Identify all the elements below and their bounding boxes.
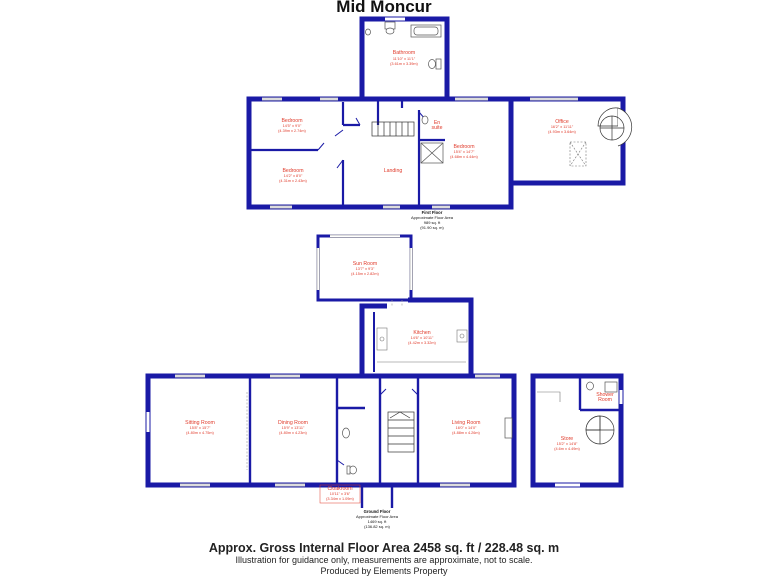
sunroom-dim-imperial: 13'7" x 9'3" [356, 267, 375, 271]
kitchen-label: Kitchen [413, 330, 430, 336]
room-labels: Bathroom 11'10" x 11'1" (3.61m x 3.39m) … [185, 50, 614, 529]
office-dim-imperial: 16'2" x 11'11" [551, 125, 574, 129]
sunroom-glazing-lines [316, 234, 413, 290]
store-spiral-stair [585, 415, 615, 445]
bedroom1-dim-imperial: 14'5" x 9'0" [283, 124, 302, 128]
ground-floor-window-lines [175, 374, 500, 487]
kitchen-dim-imperial: 14'6" x 10'11" [411, 336, 434, 340]
cloakroom-dim-imperial: 10'11" x 3'6" [330, 492, 351, 496]
sunroom-glazing [316, 234, 413, 290]
first-floor-internal-walls [249, 99, 445, 205]
page-title: Mid Moncur [336, 0, 432, 16]
shower-room-label: Shower [596, 392, 614, 398]
kitchen-walls [359, 297, 474, 376]
store-dim-metric: (4.6m x 4.49m) [554, 447, 580, 451]
landing-label: Landing [384, 168, 403, 174]
ensuite-label: En [434, 120, 440, 126]
kitchen-units [376, 327, 468, 363]
ground-floor-stairs [387, 411, 415, 453]
shower-room-label-2: Room [598, 397, 612, 403]
store-label: Store [561, 436, 574, 442]
living-room-dim-imperial: 16'0" x 14'0" [456, 426, 477, 430]
bedroom2-label: Bedroom [282, 168, 303, 174]
producer-credit: Produced by Elements Property [320, 566, 448, 576]
living-room-label: Living Room [452, 420, 481, 426]
sunroom-opening [391, 300, 403, 306]
shower-fixtures [586, 381, 618, 393]
disclaimer: Illustration for guidance only, measurem… [235, 555, 533, 565]
store-units [537, 391, 561, 402]
bathroom-dim-imperial: 11'10" x 11'1" [393, 57, 416, 61]
cloakroom-label-box [319, 484, 361, 504]
first-floor-label: First Floor [422, 210, 443, 215]
first-floor-sqft: 989 sq. ft [424, 220, 441, 225]
ensuite-label-2: suite [432, 125, 443, 131]
ground-floor-area-label: Approximate Floor Area [356, 514, 399, 519]
dining-room-label: Dining Room [278, 420, 308, 426]
bathroom-dim-metric: (3.61m x 3.39m) [390, 62, 418, 66]
sitting-room-label: Sitting Room [185, 420, 215, 426]
office-spiral-stair [597, 107, 633, 147]
bathroom-fixtures [365, 21, 442, 70]
ground-floor-walls [145, 373, 624, 488]
bedroom1-dim-metric: (4.39m x 2.74m) [278, 129, 306, 133]
ground-floor-sqft: 1469 sq. ft [368, 519, 388, 524]
dining-room-dim-metric: (4.80m x 4.23m) [279, 431, 307, 435]
ground-floor-sqm: (136.82 sq. m) [364, 524, 390, 529]
sitting-room-dim-imperial: 15'8" x 15'7" [190, 426, 211, 430]
sunroom-dim-metric: (4.15m x 2.82m) [351, 272, 379, 276]
dining-room-dim-imperial: 15'9" x 13'11" [282, 426, 305, 430]
cloakroom-label: Cloakroom [327, 486, 352, 492]
bedroom3-dim-imperial: 15'4" x 14'7" [454, 150, 475, 154]
ground-floor-doors [336, 388, 419, 466]
landing-stairs [371, 121, 415, 137]
office-label: Office [555, 119, 569, 125]
first-floor-doors [317, 111, 426, 169]
first-floor-area-label: Approximate Floor Area [411, 215, 454, 220]
first-floor-windows [262, 17, 578, 209]
cloakroom-fixtures [342, 427, 357, 475]
sunroom-label: Sun Room [353, 261, 378, 267]
bedroom1-label: Bedroom [281, 118, 302, 124]
sitting-room-dim-metric: (4.80m x 4.75m) [186, 431, 214, 435]
living-room-dim-metric: (4.88m x 4.26m) [452, 431, 480, 435]
bedroom3-label: Bedroom [453, 144, 474, 150]
ground-floor-label: Ground Floor [364, 509, 391, 514]
living-fireplace [504, 417, 513, 439]
office-dim-metric: (4.93m x 3.64m) [548, 130, 576, 134]
gross-floor-area: Approx. Gross Internal Floor Area 2458 s… [208, 541, 560, 555]
ensuite-fixtures [420, 115, 444, 164]
first-floor-sqm: (91.90 sq. m) [420, 225, 444, 230]
office-velux [569, 141, 587, 167]
ground-floor-windows [146, 374, 623, 487]
bedroom3-dim-metric: (4.68m x 4.44m) [450, 155, 478, 159]
cloakroom-dim-metric: (3.34m x 1.09m) [326, 497, 354, 501]
bathroom-label: Bathroom [393, 50, 416, 56]
kitchen-dim-metric: (4.42m x 3.32m) [408, 341, 436, 345]
ground-floor-internal-walls [248, 378, 619, 508]
bedroom2-dim-metric: (4.31m x 2.43m) [279, 179, 307, 183]
bedroom2-dim-imperial: 14'2" x 8'0" [284, 174, 303, 178]
store-dim-imperial: 15'2" x 14'8" [557, 442, 578, 446]
first-floor-window-lines [262, 97, 578, 209]
